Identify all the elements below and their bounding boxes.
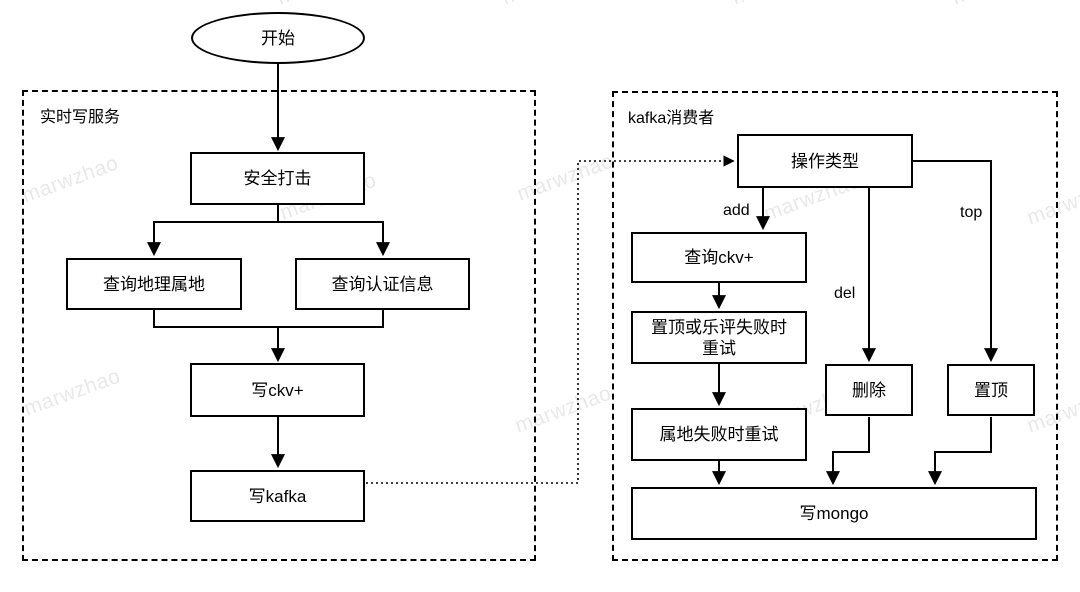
watermark-text: marwzhao: [949, 0, 1052, 11]
watermark-text: marwzhao: [499, 0, 602, 11]
node-pin: 置顶: [947, 364, 1035, 416]
node-retry-pin-comment: 置顶或乐评失败时 重试: [631, 311, 807, 364]
node-start: 开始: [191, 12, 365, 64]
edge-label-add: add: [722, 202, 751, 220]
node-query-ckv: 查询ckv+: [631, 232, 807, 283]
edge-label-top: top: [959, 204, 984, 222]
node-write-kafka: 写kafka: [190, 470, 365, 522]
node-write-ckv: 写ckv+: [190, 363, 365, 417]
node-delete: 删除: [825, 364, 913, 416]
node-security-strike: 安全打击: [190, 152, 365, 205]
node-retry-region: 属地失败时重试: [631, 408, 807, 461]
node-query-geo: 查询地理属地: [66, 258, 242, 310]
edge-label-del: del: [833, 285, 857, 303]
watermark-text: marwzhao: [729, 0, 832, 11]
node-op-type: 操作类型: [737, 134, 913, 188]
container-realtime-write-service-title: 实时写服务: [40, 109, 121, 126]
node-query-auth: 查询认证信息: [295, 258, 470, 310]
node-write-mongo: 写mongo: [631, 487, 1037, 540]
container-kafka-consumer-title: kafka消费者: [628, 110, 715, 127]
watermark-text: marwzhao: [274, 0, 377, 11]
